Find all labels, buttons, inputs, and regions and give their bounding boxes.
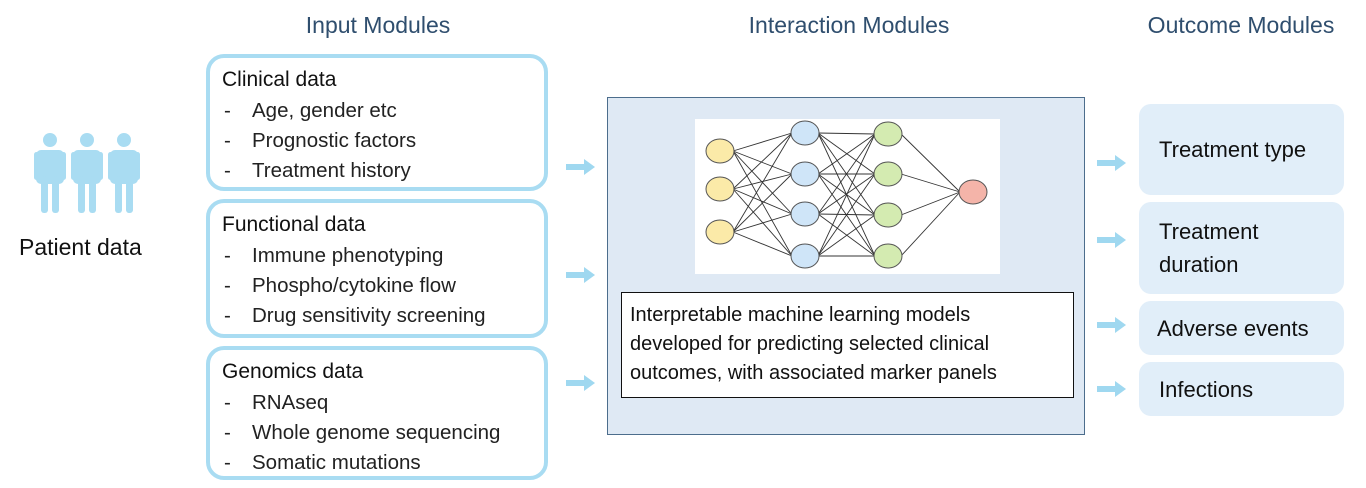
module-item: -Treatment history [224, 159, 411, 182]
outcome-modules-heading: Outcome Modules [1147, 12, 1335, 38]
outcome-treatment-duration: Treatment duration [1139, 202, 1344, 294]
network-node [705, 176, 735, 202]
module-title: Clinical data [222, 68, 337, 91]
arrow-right-icon [566, 375, 595, 391]
network-edge [900, 133, 961, 193]
module-item: -Whole genome sequencing [224, 421, 501, 444]
network-node [790, 201, 820, 227]
network-node [705, 219, 735, 245]
clinical-data-module: Clinical data -Age, gender etc -Prognost… [206, 54, 548, 191]
network-edge [817, 133, 876, 257]
network-edge [817, 132, 876, 135]
network-edge [732, 173, 793, 190]
module-item: -Prognostic factors [224, 129, 417, 152]
patient-data-label: Patient data [19, 234, 142, 260]
network-edge [732, 132, 793, 233]
arrow-right-icon [566, 267, 595, 283]
network-node [958, 179, 988, 205]
outcome-treatment-type: Treatment type [1139, 104, 1344, 195]
network-edge [817, 214, 876, 257]
module-item: -Somatic mutations [224, 451, 421, 474]
network-node [705, 138, 735, 164]
network-node [790, 161, 820, 187]
network-edge [732, 150, 793, 175]
genomics-data-module: Genomics data -RNAseq -Whole genome sequ… [206, 346, 548, 480]
input-modules-heading: Input Modules [305, 12, 451, 38]
module-item: -Phospho/cytokine flow [224, 274, 456, 297]
network-edge [817, 133, 876, 175]
module-item: -Age, gender etc [224, 99, 397, 122]
module-item: -Immune phenotyping [224, 244, 444, 267]
network-node [790, 243, 820, 269]
outcome-infections: Infections [1139, 362, 1344, 416]
interaction-module: Interpretable machine learning models de… [607, 97, 1085, 435]
network-edge [732, 132, 793, 190]
model-description: Interpretable machine learning models de… [621, 292, 1074, 398]
module-item: -RNAseq [224, 391, 329, 414]
network-node [790, 120, 820, 146]
module-title: Genomics data [222, 360, 364, 383]
module-title: Functional data [222, 213, 366, 236]
arrow-right-icon [1097, 232, 1126, 248]
arrow-right-icon [566, 159, 595, 175]
people-icon [34, 133, 140, 213]
person-icon [71, 133, 103, 213]
network-connections [732, 132, 961, 257]
network-edge [817, 133, 876, 215]
outcome-adverse-events: Adverse events [1139, 301, 1344, 355]
network-edge [732, 132, 793, 152]
arrow-right-icon [1097, 155, 1126, 171]
network-node [873, 121, 903, 147]
network-edge [732, 173, 793, 233]
network-node [873, 202, 903, 228]
network-node [873, 243, 903, 269]
network-edge [900, 173, 961, 193]
network-edge [732, 231, 793, 257]
neural-network-icon [705, 120, 988, 269]
interaction-modules-heading: Interaction Modules [748, 12, 950, 38]
arrow-right-icon [1097, 317, 1126, 333]
neural-network-diagram [695, 119, 1000, 274]
network-edge [732, 188, 793, 257]
network-edge [732, 188, 793, 215]
network-edge [817, 173, 876, 257]
network-node [873, 161, 903, 187]
network-edge [900, 191, 961, 257]
arrow-right-icon [1097, 381, 1126, 397]
network-edge [732, 213, 793, 233]
module-item: -Drug sensitivity screening [224, 304, 486, 327]
functional-data-module: Functional data -Immune phenotyping -Pho… [206, 199, 548, 338]
person-icon [34, 133, 66, 213]
network-edge [900, 191, 961, 216]
person-icon [108, 133, 140, 213]
